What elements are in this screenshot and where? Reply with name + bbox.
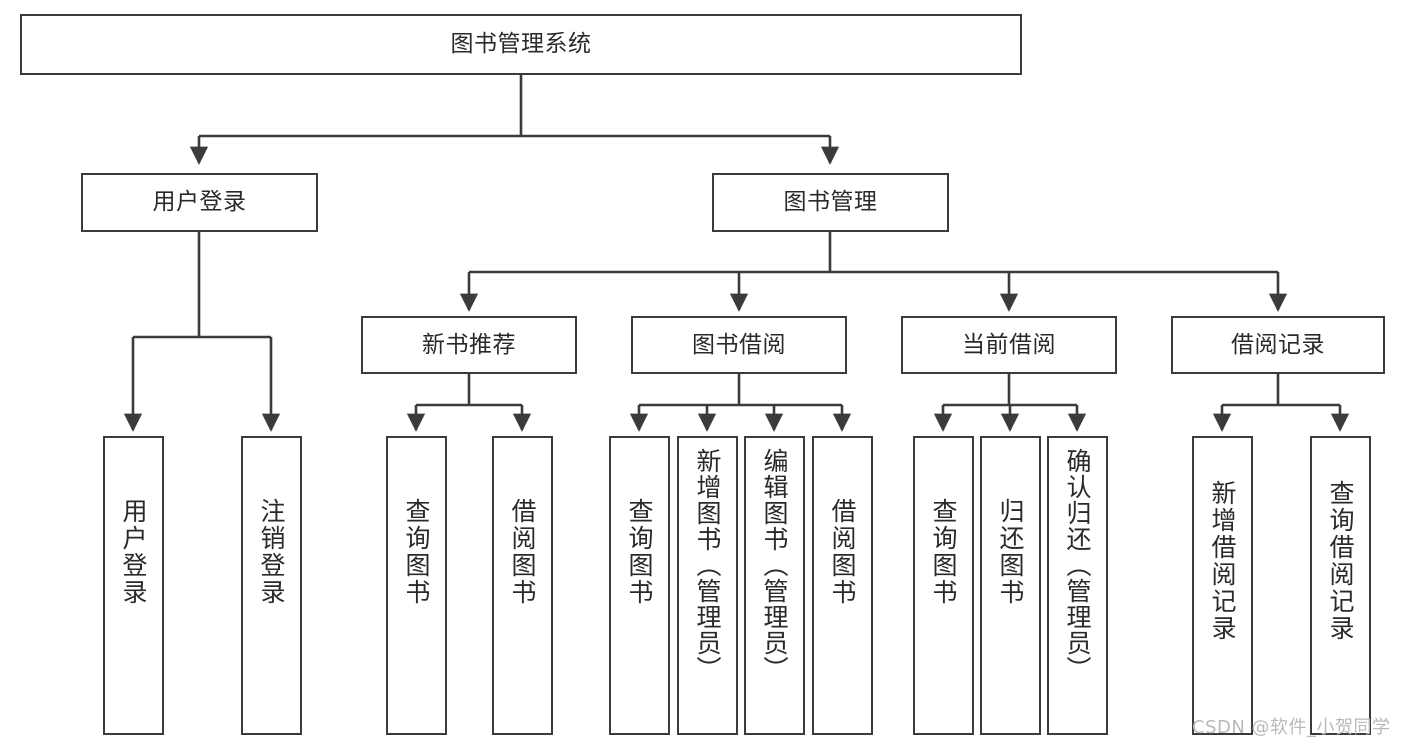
- node-current-borrow-label: 当前借阅: [962, 331, 1056, 358]
- node-leaf-edit-book[interactable]: 编辑图书（管理员）: [744, 436, 805, 735]
- node-leaf-borrow-book-2[interactable]: 借阅图书: [812, 436, 873, 735]
- node-root[interactable]: 图书管理系统: [20, 14, 1022, 75]
- node-leaf-borrow-book-1-label: 借阅图书: [508, 498, 537, 606]
- node-leaf-query-book-3-label: 查询图书: [929, 498, 958, 606]
- node-leaf-query-record-label: 查询借阅记录: [1326, 480, 1355, 642]
- node-leaf-add-book-label: 新增图书（管理员）: [693, 448, 722, 682]
- node-leaf-add-record[interactable]: 新增借阅记录: [1192, 436, 1253, 735]
- node-borrow-record[interactable]: 借阅记录: [1171, 316, 1385, 374]
- node-leaf-add-book[interactable]: 新增图书（管理员）: [677, 436, 738, 735]
- node-user-login-label: 用户登录: [152, 189, 247, 216]
- node-leaf-logout-login[interactable]: 注销登录: [241, 436, 302, 735]
- node-book-manage[interactable]: 图书管理: [712, 173, 949, 232]
- node-leaf-borrow-book-1[interactable]: 借阅图书: [492, 436, 553, 735]
- node-leaf-logout-login-label: 注销登录: [257, 498, 286, 606]
- node-leaf-add-record-label: 新增借阅记录: [1208, 480, 1237, 642]
- node-leaf-return-book[interactable]: 归还图书: [980, 436, 1041, 735]
- node-leaf-return-book-label: 归还图书: [996, 498, 1025, 606]
- node-borrow-record-label: 借阅记录: [1231, 331, 1325, 358]
- node-new-book-recommend[interactable]: 新书推荐: [361, 316, 577, 374]
- node-leaf-query-book-2[interactable]: 查询图书: [609, 436, 670, 735]
- node-leaf-edit-book-label: 编辑图书（管理员）: [760, 448, 789, 682]
- node-user-login[interactable]: 用户登录: [81, 173, 318, 232]
- node-new-book-recommend-label: 新书推荐: [422, 331, 516, 358]
- node-root-label: 图书管理系统: [450, 31, 592, 58]
- node-leaf-query-book-1[interactable]: 查询图书: [386, 436, 447, 735]
- node-leaf-confirm-return-label: 确认归还（管理员）: [1063, 448, 1092, 682]
- node-leaf-query-record[interactable]: 查询借阅记录: [1310, 436, 1371, 735]
- node-leaf-query-book-3[interactable]: 查询图书: [913, 436, 974, 735]
- node-book-borrow[interactable]: 图书借阅: [631, 316, 847, 374]
- node-current-borrow[interactable]: 当前借阅: [901, 316, 1117, 374]
- csdn-watermark: CSDN @软件_小贺同学: [1192, 717, 1391, 738]
- node-leaf-borrow-book-2-label: 借阅图书: [828, 498, 857, 606]
- node-leaf-confirm-return[interactable]: 确认归还（管理员）: [1047, 436, 1108, 735]
- node-leaf-query-book-2-label: 查询图书: [625, 498, 654, 606]
- node-book-manage-label: 图书管理: [783, 189, 878, 216]
- node-leaf-user-login[interactable]: 用户登录: [103, 436, 164, 735]
- node-book-borrow-label: 图书借阅: [692, 331, 786, 358]
- node-leaf-user-login-label: 用户登录: [119, 498, 148, 606]
- node-leaf-query-book-1-label: 查询图书: [402, 498, 431, 606]
